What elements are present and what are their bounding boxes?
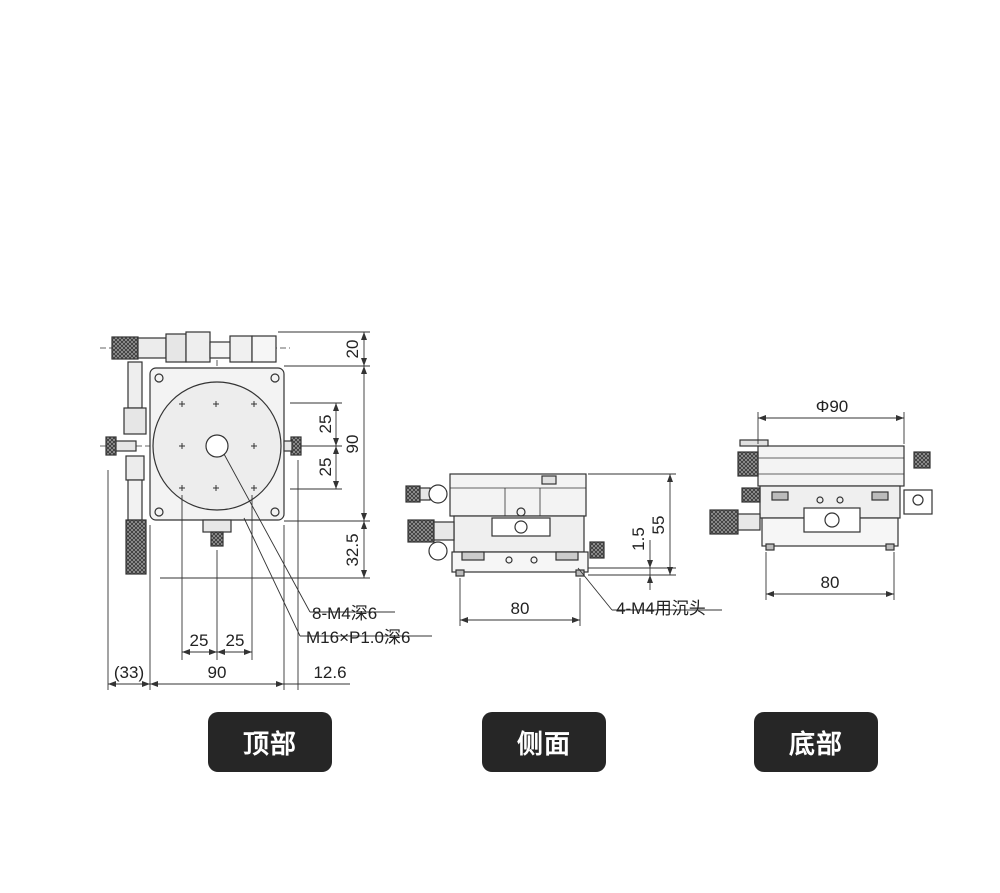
- callout-counterbore: 4-M4用沉头: [616, 599, 706, 618]
- top-view-dim-arrows: [108, 332, 367, 687]
- dim-offset-12-6: 12.6: [313, 663, 346, 682]
- left-lock-knob: [105, 436, 117, 456]
- side-view-dim-arrows: [460, 474, 673, 623]
- bottom-micrometer-knob: [709, 509, 739, 535]
- side-top-stage: [449, 473, 587, 517]
- callout-tapped-holes: 8-M4深6: [312, 604, 377, 623]
- label-side-view: 侧面: [482, 712, 606, 772]
- top-micrometer: [111, 331, 277, 363]
- dim-offset-33: (33): [114, 663, 144, 682]
- dim-top-32-5: 32.5: [343, 533, 362, 566]
- bottom-view-dimensions: [757, 412, 905, 600]
- bottom-upper-knob: [737, 451, 759, 477]
- dim-side-80: 80: [511, 599, 530, 618]
- dim-bottom-25-left: 25: [190, 631, 209, 650]
- dim-bottom-80: 80: [821, 573, 840, 592]
- dim-side-55: 55: [649, 516, 668, 535]
- bottom-view: [709, 439, 933, 551]
- center-thread-hole: [205, 434, 229, 458]
- side-view: [405, 473, 722, 611]
- bottom-round-table: [757, 445, 905, 487]
- tapped-holes: [179, 401, 257, 491]
- dim-top-inner-25-upper: 25: [316, 415, 335, 434]
- side-micrometer-knob: [407, 519, 435, 543]
- dim-top-20: 20: [343, 340, 362, 359]
- dim-side-1-5: 1.5: [629, 527, 648, 551]
- callout-center-thread: M16×P1.0深6: [306, 628, 410, 647]
- dim-bottom-90: 90: [208, 663, 227, 682]
- side-upper-knob: [405, 485, 421, 503]
- label-top-view: 顶部: [208, 712, 332, 772]
- side-micrometer: [123, 361, 147, 575]
- bottom-view-dim-arrows: [758, 415, 904, 597]
- top-view: [100, 331, 432, 637]
- side-base: [451, 551, 589, 573]
- dim-top-inner-25-lower: 25: [316, 458, 335, 477]
- dim-bottom-25-right: 25: [226, 631, 245, 650]
- top-view-dimensions: [107, 331, 370, 690]
- dim-bottom-diameter: Φ90: [816, 397, 848, 416]
- side-lock-knob: [589, 541, 605, 559]
- dim-top-right-90: 90: [343, 435, 362, 454]
- label-bottom-view: 底部: [754, 712, 878, 772]
